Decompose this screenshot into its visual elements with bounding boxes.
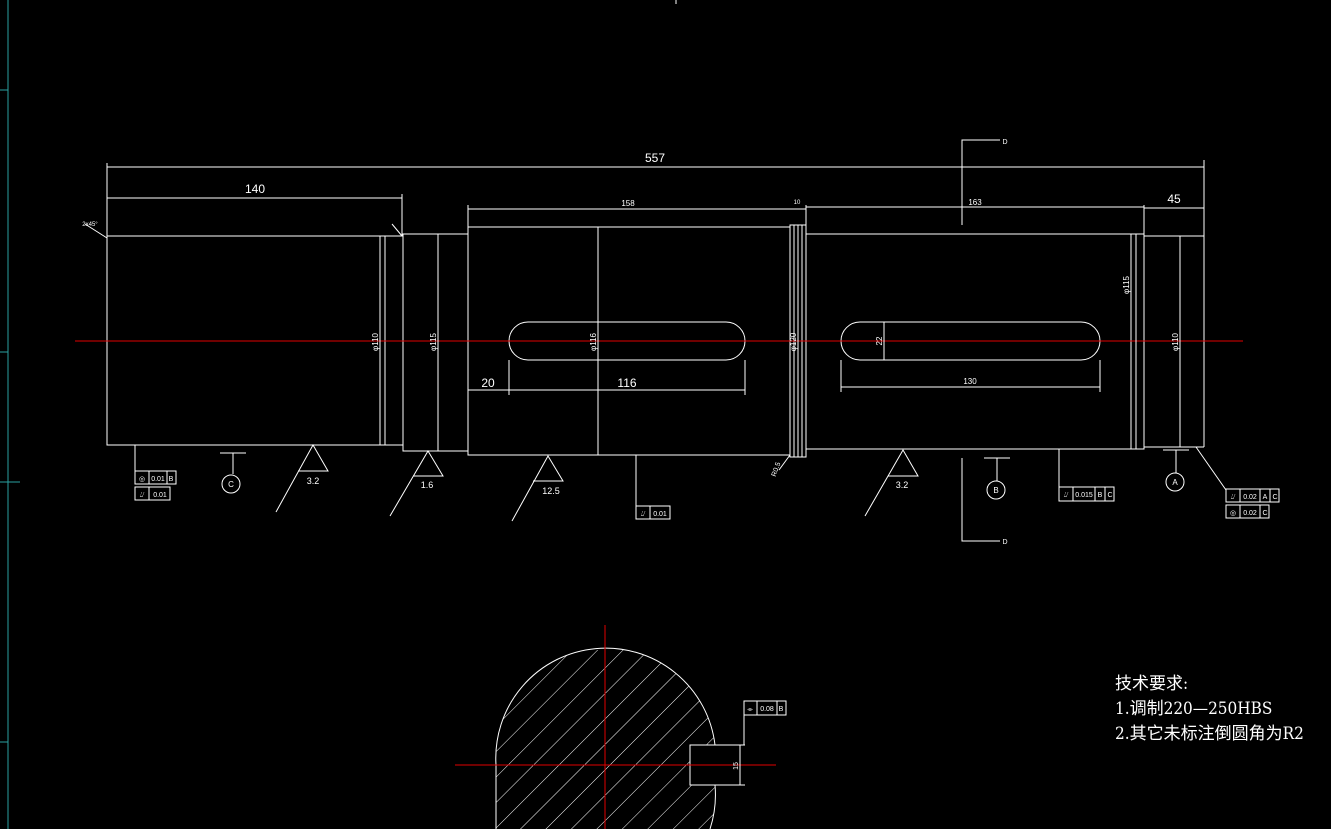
dim-dia-right: φ115 — [1122, 275, 1131, 293]
dim-collar-len: 10 — [794, 200, 801, 206]
dim-left-len: 140 — [245, 182, 265, 196]
dim-end-len: 45 — [1167, 192, 1181, 206]
dim-key1-offset: 20 — [481, 376, 495, 390]
tol-right-1-ref2: C — [1272, 494, 1277, 501]
roughness-3: 12.5 — [542, 486, 560, 496]
tol-left-2-sym: ⌰ — [140, 492, 145, 499]
tol-mid-sym: ⌰ — [641, 511, 646, 518]
notes-title: 技术要求: — [1115, 674, 1189, 694]
dim-overall: 557 — [645, 151, 665, 165]
roughness-2: 1.6 — [421, 480, 434, 490]
tol-right-2-ref: C — [1262, 510, 1267, 517]
tol-rmid-sym: ⌰ — [1064, 492, 1069, 499]
dim-key2-width: 22 — [875, 336, 884, 345]
tol-rmid-ref2: C — [1107, 492, 1112, 499]
tol-right-1-val: 0.02 — [1243, 494, 1257, 501]
roughness-1: 3.2 — [307, 476, 320, 486]
roughness-symbols — [275, 443, 919, 522]
datum-b: B — [993, 486, 998, 495]
dim-dia-collar: φ120 — [789, 332, 798, 351]
dim-dia-step: φ115 — [429, 332, 438, 350]
tol-left-2-val: 0.01 — [153, 492, 167, 499]
tol-section-ref: B — [779, 706, 784, 713]
dim-dia-end: φ110 — [1171, 332, 1180, 350]
section-mark-top: D — [1002, 139, 1007, 146]
dim-collar-fillet: R0.5 — [771, 461, 783, 477]
tol-section-sym: ⌯ — [747, 706, 753, 713]
tol-section-val: 0.08 — [760, 706, 774, 713]
dim-dia-gear: φ116 — [589, 332, 598, 350]
datum-a: A — [1172, 478, 1178, 487]
section-mark-bottom: D — [1002, 539, 1007, 546]
tol-right-1-sym: ⌰ — [1231, 494, 1236, 501]
tol-left-1-ref: B — [169, 476, 174, 483]
tol-mid-val: 0.01 — [653, 511, 667, 518]
dim-key2-len: 130 — [963, 377, 977, 386]
dim-gear-len: 158 — [621, 199, 635, 208]
dim-chamfer: 2x45° — [82, 222, 98, 228]
roughness-4: 3.2 — [896, 480, 909, 490]
dim-right-len: 163 — [968, 198, 982, 207]
viewport-edge — [0, 0, 20, 829]
tol-left-1-sym: ◎ — [139, 476, 145, 483]
dim-dia-left: φ110 — [371, 332, 380, 350]
section-marks — [961, 139, 1000, 542]
datum-symbols — [220, 449, 1189, 500]
tol-right-2-sym: ◎ — [1230, 510, 1236, 517]
notes-line-2: 2.其它未标注倒圆角为R2 — [1115, 724, 1304, 744]
datum-c: C — [228, 480, 234, 489]
tol-right-1-ref: A — [1263, 494, 1268, 501]
tolerance-leaders — [134, 445, 1227, 745]
tol-left-1-val: 0.01 — [151, 476, 165, 483]
dimension-lines — [84, 160, 1205, 471]
tol-rmid-val: 0.015 — [1075, 492, 1093, 499]
tol-right-2-val: 0.02 — [1243, 510, 1257, 517]
tol-rmid-ref: B — [1098, 492, 1103, 499]
notes-line-1: 1.调制220—250HBS — [1115, 699, 1273, 719]
technical-requirements: 技术要求: 1.调制220—250HBS 2.其它未标注倒圆角为R2 — [1115, 672, 1304, 747]
section-view — [455, 625, 776, 829]
tolerance-frames — [134, 470, 1280, 716]
dim-section-depth: 15 — [733, 762, 740, 770]
dim-key1-len: 116 — [617, 376, 636, 390]
